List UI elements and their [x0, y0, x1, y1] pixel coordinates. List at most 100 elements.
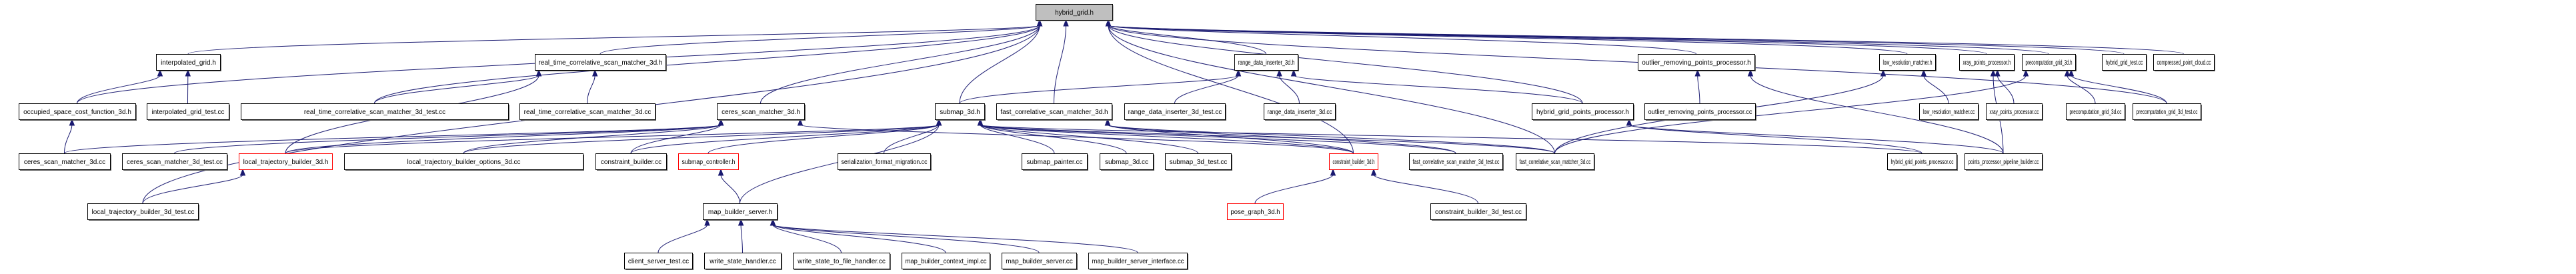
graph-node-points-processor-pipeline-builder-cc[interactable]: points_processor_pipeline_builder.cc: [1965, 153, 2044, 171]
node-box: [19, 103, 136, 120]
arrowhead-icon: [1370, 168, 1377, 176]
edge-interpolated_grid_h-to-hybrid_grid_h: [187, 25, 1040, 55]
node-label: submap_painter.cc: [1027, 159, 1083, 166]
graph-node-constraint-builder-cc[interactable]: constraint_builder.cc: [595, 153, 668, 171]
graph-node-rtcsm3d-test-cc[interactable]: real_time_correlative_scan_matcher_3d_te…: [241, 103, 510, 121]
graph-node-fcsm3d-cc[interactable]: fast_correlative_scan_matcher_3d.cc: [1516, 153, 1596, 171]
graph-node-local-trajectory-builder-3d-test-cc[interactable]: local_trajectory_builder_3d_test.cc: [87, 203, 200, 221]
node-box: [535, 54, 666, 71]
graph-node-interpolated-grid-test-cc[interactable]: interpolated_grid_test.cc: [147, 103, 231, 121]
graph-node-hybrid-grid-points-processor-cc[interactable]: hybrid_grid_points_processor.cc: [1887, 153, 1959, 171]
graph-node-precomputation-grid-3d-cc[interactable]: precomputation_grid_3d.cc: [2066, 103, 2127, 121]
graph-node-submap-3d-h[interactable]: submap_3d.h: [935, 103, 986, 121]
graph-node-constraint-builder-3d-test-cc[interactable]: constraint_builder_3d_test.cc: [1430, 203, 1528, 221]
graph-node-range-data-inserter-3d-h[interactable]: range_data_inserter_3d.h: [1234, 54, 1300, 72]
node-box: [344, 153, 583, 170]
graph-node-hybrid-grid-test-cc[interactable]: hybrid_grid_test.cc: [2102, 54, 2148, 72]
graph-node-map-builder-server-cc[interactable]: map_builder_server.cc: [1002, 253, 1078, 271]
graph-node-ceres-scan-matcher-3d-h[interactable]: ceres_scan_matcher_3d.h: [717, 103, 806, 121]
graph-node-rtcsm3d-h[interactable]: real_time_correlative_scan_matcher_3d.h: [535, 54, 668, 72]
graph-node-local-trajectory-builder-3d-h[interactable]: local_trajectory_builder_3d.h: [239, 153, 333, 170]
node-box: [2153, 54, 2215, 71]
edge-compressed_point_cloud_cc-to-hybrid_grid_h: [1108, 25, 2184, 55]
node-box: [239, 153, 333, 170]
arrowhead-icon: [936, 118, 942, 126]
graph-node-rtcsm3d-cc[interactable]: real_time_correlative_scan_matcher_3d.cc: [519, 103, 657, 121]
node-label: pose_graph_3d.h: [1231, 209, 1280, 216]
arrowhead-icon: [69, 118, 75, 126]
edge-map_builder_server_h-to-submap_controller_h: [720, 174, 740, 204]
graph-node-range-data-inserter-3d-cc[interactable]: range_data_inserter_3d.cc: [1264, 103, 1337, 121]
edge-write_state_to_file_handler_cc-to-map_builder_server_h: [772, 224, 842, 253]
edge-hybrid_grid_points_processor_h-to-hybrid_grid_h: [1108, 25, 1583, 104]
graph-node-fcsm3d-test-cc[interactable]: fast_correlative_scan_matcher_3d_test.cc: [1409, 153, 1504, 171]
graph-node-low-resolution-matcher-cc[interactable]: low_resolution_matcher.cc: [1919, 103, 1980, 121]
graph-node-pose-graph-3d-h[interactable]: pose_graph_3d.h: [1227, 203, 1284, 220]
graph-node-map-builder-context-impl-cc[interactable]: map_builder_context_impl.cc: [902, 253, 992, 271]
graph-node-precomputation-grid-3d-test-cc[interactable]: precomputation_grid_3d_test.cc: [2133, 103, 2203, 121]
node-label: occupied_space_cost_function_3d.h: [23, 109, 131, 116]
edge-fcsm3d_cc-to-submap_3d_h: [980, 124, 1555, 154]
node-box: [678, 153, 739, 170]
node-box: [2022, 54, 2076, 71]
graph-node-precomputation-grid-3d-h[interactable]: precomputation_grid_3d.h: [2022, 54, 2077, 72]
node-box: [1088, 253, 1188, 269]
graph-node-outlier-removing-points-processor-h[interactable]: outlier_removing_points_processor.h: [1638, 54, 1756, 72]
graph-node-write-state-to-file-handler-cc[interactable]: write_state_to_file_handler.cc: [793, 253, 892, 271]
graph-node-submap-3d-test-cc[interactable]: submap_3d_test.cc: [1165, 153, 1233, 171]
graph-node-client-server-test-cc[interactable]: client_server_test.cc: [624, 253, 694, 271]
edge-range_data_inserter_3d_h-to-hybrid_grid_h: [1108, 25, 1266, 55]
edge-fcsm3d_cc-to-fcsm3d_h: [1107, 124, 1555, 154]
arrowhead-icon: [535, 69, 542, 77]
node-label: submap_3d_test.cc: [1170, 159, 1228, 166]
edge-ceres_scan_matcher_3d_test_cc-to-ceres_scan_matcher_3d_h: [174, 124, 722, 154]
graph-node-fcsm3d-h[interactable]: fast_correlative_scan_matcher_3d.h: [996, 103, 1114, 121]
node-label: submap_controller.h: [682, 159, 736, 166]
graph-node-occupied-space-cost-function-3d-h[interactable]: occupied_space_cost_function_3d.h: [19, 103, 137, 121]
graph-node-write-state-handler-cc[interactable]: write_state_handler.cc: [704, 253, 783, 271]
node-box: [1036, 4, 1113, 21]
graph-node-submap-controller-h[interactable]: submap_controller.h: [678, 153, 739, 170]
graph-node-map-builder-server-interface-cc[interactable]: map_builder_server_interface.cc: [1088, 253, 1189, 271]
edge-constraint_builder_3d_h-to-fcsm3d_h: [1107, 124, 1354, 154]
arrowhead-icon: [1995, 69, 2001, 77]
edge-submap_3d_test_cc-to-submap_3d_h: [980, 124, 1198, 154]
node-label: constraint_builder.cc: [601, 159, 662, 166]
edge-local_trajectory_builder_3d_test_cc-to-local_trajectory_builder_3d_h: [142, 174, 243, 204]
edge-client_server_test_cc-to-map_builder_server_h: [658, 224, 708, 253]
graph-node-compressed-point-cloud-cc[interactable]: compressed_point_cloud.cc: [2153, 54, 2216, 72]
graph-node-low-resolution-matcher-h[interactable]: low_resolution_matcher.h: [1879, 54, 1937, 72]
arrowhead-icon: [1694, 69, 1700, 77]
edge-serialization_format_migration_cc-to-submap_3d_h: [884, 124, 940, 154]
node-label: map_builder_server.cc: [1006, 258, 1073, 265]
graph-node-local-trajectory-builder-options-3d-cc[interactable]: local_trajectory_builder_options_3d.cc: [344, 153, 585, 171]
arrowhead-icon: [977, 118, 984, 126]
node-box: [1532, 103, 1634, 120]
graph-node-range-data-inserter-3d-test-cc[interactable]: range_data_inserter_3d_test.cc: [1124, 103, 1227, 121]
node-box: [1234, 54, 1298, 71]
graph-node-interpolated-grid-h[interactable]: interpolated_grid.h: [156, 54, 222, 72]
edge-map_builder_context_impl_cc-to-map_builder_server_h: [772, 224, 946, 253]
graph-node-ceres-scan-matcher-3d-test-cc[interactable]: ceres_scan_matcher_3d_test.cc: [122, 153, 229, 171]
node-label: fast_correlative_scan_matcher_3d.cc: [1520, 159, 1591, 166]
graph-node-xray-points-processor-cc[interactable]: xray_points_processor.cc: [1986, 103, 2044, 121]
graph-node-submap-3d-cc[interactable]: submap_3d.cc: [1100, 153, 1155, 171]
node-label: fast_correlative_scan_matcher_3d_test.cc: [1413, 159, 1500, 166]
node-box: [1002, 253, 1077, 269]
graph-node-map-builder-server-h[interactable]: map_builder_server.h: [703, 203, 779, 221]
graph-node-ceres-scan-matcher-3d-cc[interactable]: ceres_scan_matcher_3d.cc: [19, 153, 112, 171]
graph-node-submap-painter-cc[interactable]: submap_painter.cc: [1022, 153, 1089, 171]
graph-node-hybrid-grid-h[interactable]: hybrid_grid.h: [1036, 4, 1114, 22]
graph-node-serialization-format-migration-cc[interactable]: serialization_format_migration.cc: [838, 153, 932, 171]
node-box: [1919, 103, 1979, 120]
node-label: constraint_builder_3d_test.cc: [1435, 209, 1522, 216]
graph-node-outlier-removing-points-processor-cc[interactable]: outlier_removing_points_processor.cc: [1644, 103, 1757, 121]
node-label: xray_points_processor.h: [1963, 59, 2011, 67]
graph-node-hybrid-grid-points-processor-h[interactable]: hybrid_grid_points_processor.h: [1532, 103, 1635, 121]
node-label: compressed_point_cloud.cc: [2157, 59, 2211, 67]
edge-submap_3d_cc-to-submap_3d_h: [980, 124, 1127, 154]
arrowhead-icon: [718, 168, 724, 176]
graph-node-xray-points-processor-h[interactable]: xray_points_processor.h: [1959, 54, 2016, 72]
graph-node-constraint-builder-3d-h[interactable]: constraint_builder_3d.h: [1329, 153, 1378, 170]
node-box: [1124, 103, 1226, 120]
